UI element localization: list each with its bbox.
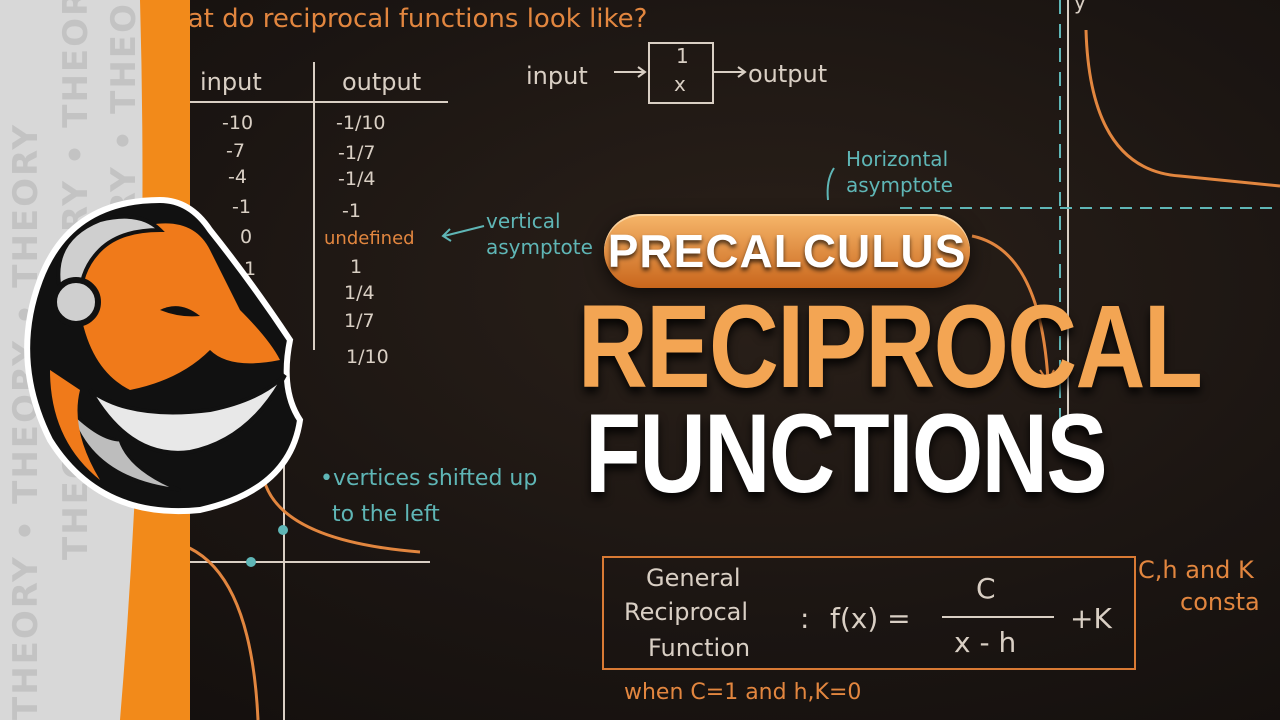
- general-colon: :: [800, 602, 810, 635]
- side-note-1: C,h and K: [1138, 556, 1254, 584]
- note-vertices-shifted: •vertices shifted up: [320, 466, 538, 491]
- bottom-note: when C=1 and h,K=0: [624, 680, 862, 705]
- general-denominator: x - h: [954, 626, 1017, 659]
- general-fx: f(x) =: [830, 602, 911, 635]
- table-header-input: input: [200, 68, 262, 96]
- table-cell: 1/7: [344, 310, 375, 332]
- general-function-box: General Reciprocal Function : f(x) = C x…: [602, 556, 1136, 670]
- table-cell: -1/4: [338, 168, 376, 190]
- table-cell: -7: [226, 140, 245, 162]
- table-cell: 1/4: [344, 282, 375, 304]
- title-line-1: RECIPROCAL: [577, 281, 1203, 413]
- heading: what do reciprocal functions look like?: [150, 4, 648, 34]
- table-cell: -1/10: [336, 112, 386, 134]
- fox-logo-icon: [24, 196, 304, 515]
- general-label-3: Function: [648, 634, 751, 662]
- general-label-2: Reciprocal: [624, 598, 749, 626]
- machine-denominator: x: [674, 72, 686, 96]
- table-cell: 1/10: [346, 346, 389, 368]
- fraction-bar: [942, 616, 1054, 618]
- category-badge-label: PRECALCULUS: [607, 225, 967, 277]
- title-line-2: FUNCTIONS: [585, 391, 1108, 516]
- table-cell: -10: [222, 112, 254, 134]
- machine-numerator: 1: [676, 44, 689, 68]
- machine-output-label: output: [748, 60, 828, 88]
- table-cell: 0: [240, 226, 253, 248]
- category-badge: PRECALCULUS: [604, 214, 970, 288]
- general-plus-k: +K: [1070, 602, 1112, 635]
- table-cell: -1/7: [338, 142, 376, 164]
- note-vertical-asymptote: vertical asymptote: [486, 209, 593, 259]
- table-header-output: output: [342, 68, 422, 96]
- table-cell: -1: [342, 200, 361, 222]
- note-to-the-left: to the left: [332, 502, 440, 527]
- general-label-1: General: [646, 564, 741, 592]
- machine-input-label: input: [526, 62, 588, 90]
- note-horizontal-asymptote: Horizontal asymptote: [846, 147, 953, 197]
- table-cell: -1: [232, 196, 251, 218]
- table-cell-undefined: undefined: [324, 228, 415, 249]
- table-cell: 1: [350, 256, 363, 278]
- graph-y-axis-label: y: [1074, 0, 1086, 14]
- side-note-2: consta: [1180, 588, 1260, 616]
- general-numerator: C: [976, 572, 996, 605]
- table-cell: -4: [228, 166, 247, 188]
